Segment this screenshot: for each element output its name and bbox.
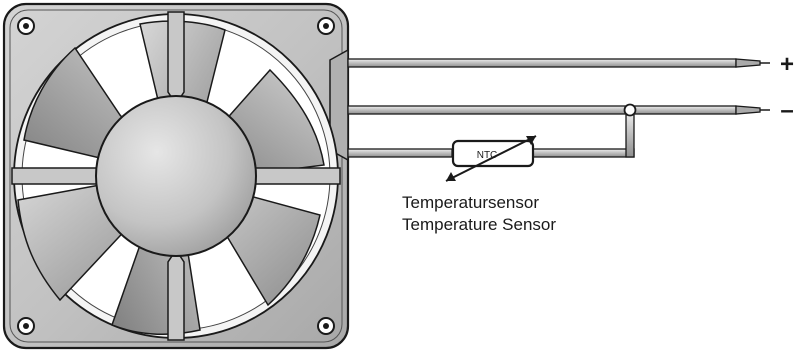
terminal-minus-label: – bbox=[780, 97, 793, 124]
junction-node bbox=[623, 103, 637, 117]
sensor-caption-de: Temperatursensor bbox=[402, 193, 539, 212]
mounting-hole bbox=[17, 317, 35, 335]
wire-minus bbox=[347, 105, 770, 115]
ntc-label: NTC bbox=[477, 150, 498, 161]
mounting-hole bbox=[317, 317, 335, 335]
mounting-holes bbox=[17, 17, 335, 335]
terminal-plus-label: + bbox=[780, 51, 794, 78]
mounting-hole bbox=[17, 17, 35, 35]
mounting-hole bbox=[317, 17, 335, 35]
fan-hub bbox=[95, 95, 257, 257]
sensor-caption-en: Temperature Sensor bbox=[402, 215, 556, 234]
wire-plus bbox=[347, 58, 770, 68]
fan-strut-right bbox=[242, 167, 341, 185]
fan-strut-top bbox=[167, 11, 185, 106]
wires bbox=[347, 58, 770, 158]
fan-strut-left bbox=[11, 167, 110, 185]
ntc-variable-arrow bbox=[445, 135, 537, 182]
fan-strut-bottom bbox=[167, 248, 185, 341]
ntc-sensor: NTC bbox=[445, 135, 537, 182]
fan bbox=[2, 2, 350, 350]
